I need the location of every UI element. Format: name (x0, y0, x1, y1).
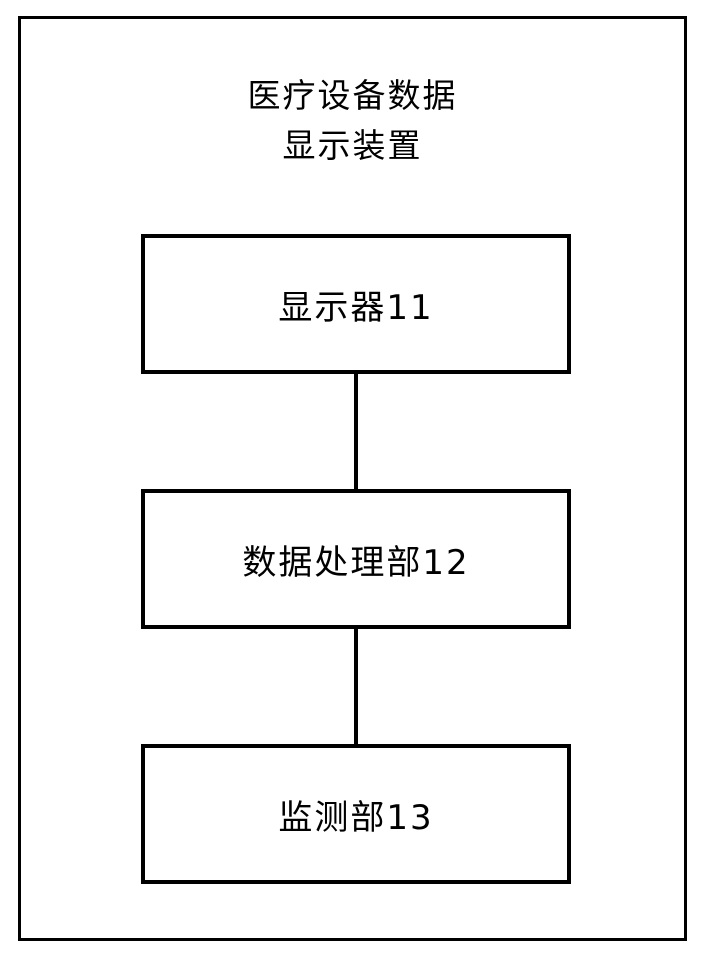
figure-frame: 医疗设备数据 显示装置 显示器11 数据处理部12 监测部13 (18, 16, 687, 941)
node-monitor: 监测部13 (141, 744, 571, 884)
node-processor-label: 数据处理部12 (242, 542, 470, 583)
node-display: 显示器11 (141, 234, 571, 374)
node-processor: 数据处理部12 (141, 489, 571, 629)
node-monitor-label: 监测部13 (278, 797, 434, 838)
figure-title: 医疗设备数据 显示装置 (247, 76, 458, 165)
node-display-label: 显示器11 (278, 287, 434, 328)
connector-display-processor (354, 374, 358, 489)
connector-processor-monitor (354, 629, 358, 744)
